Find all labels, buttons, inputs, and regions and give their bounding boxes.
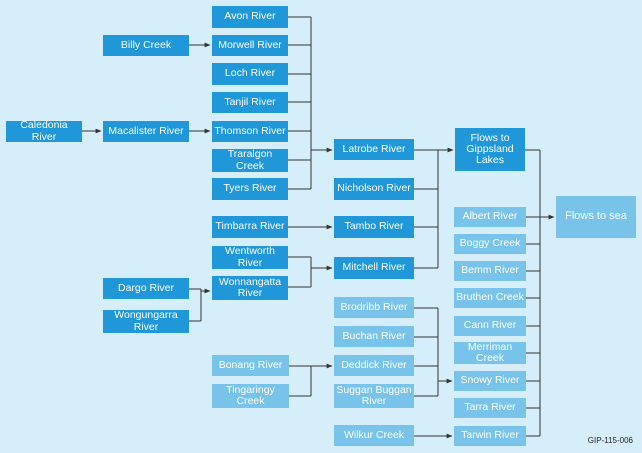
- node-buchan-river: Buchan River: [334, 326, 414, 347]
- node-bemm-river: Bemm River: [454, 261, 526, 281]
- node-dargo-river: Dargo River: [103, 278, 189, 299]
- node-tanjil-river: Tanjil River: [212, 92, 288, 113]
- node-latrobe-river: Latrobe River: [334, 139, 414, 160]
- node-billy-creek: Billy Creek: [103, 35, 189, 56]
- node-traralgon-creek: Traralgon Creek: [212, 149, 288, 172]
- node-thomson-river: Thomson River: [212, 121, 288, 142]
- node-tarwin-river: Tarwin River: [454, 426, 526, 446]
- node-wentworth-river: Wentworth River: [212, 246, 288, 269]
- node-snowy-river: Snowy River: [454, 371, 526, 391]
- node-albert-river: Albert River: [454, 207, 526, 227]
- node-brodribb-river: Brodribb River: [334, 297, 414, 318]
- node-loch-river: Loch River: [212, 63, 288, 85]
- node-flows-to-gippsland-lakes: Flows to Gippsland Lakes: [455, 128, 525, 171]
- node-tarra-river: Tarra River: [454, 398, 526, 418]
- node-deddick-river: Deddick River: [334, 355, 414, 376]
- node-flows-to-sea: Flows to sea: [556, 196, 636, 238]
- node-wongungarra-river: Wongungarra River: [103, 310, 189, 333]
- diagram-code-label: GIP-115-006: [587, 436, 633, 445]
- node-mitchell-river: Mitchell River: [334, 257, 414, 279]
- node-caledonia-river: Caledonia River: [6, 120, 82, 142]
- node-wilkur-creek: Wilkur Creek: [334, 425, 414, 446]
- node-cann-river: Cann River: [454, 316, 526, 336]
- node-wonnangatta-river: Wonnangatta River: [212, 276, 288, 300]
- node-merriman-creek: Merriman Creek: [454, 341, 526, 364]
- node-tyers-river: Tyers River: [212, 178, 288, 200]
- node-nicholson-river: Nicholson River: [334, 178, 414, 200]
- node-timbarra-river: Timbarra River: [212, 216, 288, 238]
- node-boggy-creek: Boggy Creek: [454, 234, 526, 254]
- node-tingaringy-creek: Tingaringy Creek: [212, 384, 289, 408]
- node-bruthen-creek: Bruthen Creek: [454, 288, 526, 308]
- node-suggan-buggan-river: Suggan Buggan River: [334, 384, 414, 408]
- node-macalister-river: Macalister River: [103, 121, 189, 142]
- node-bonang-river: Bonang River: [212, 355, 289, 376]
- node-avon-river: Avon River: [212, 6, 288, 28]
- node-tambo-river: Tambo River: [334, 216, 414, 238]
- node-morwell-river: Morwell River: [212, 35, 288, 56]
